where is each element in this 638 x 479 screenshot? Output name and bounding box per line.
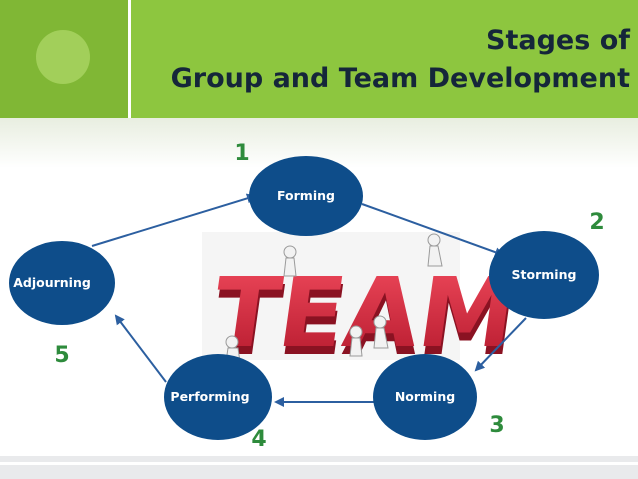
figure-people: [225, 233, 443, 363]
figure-head: [373, 315, 387, 329]
figure-body: [427, 245, 443, 267]
figure-body: [349, 337, 363, 357]
cycle-arrows: [91, 193, 527, 407]
arrow-forming-to-storming: [361, 203, 505, 257]
stage-node-norming: Norming: [373, 354, 477, 440]
figure-body: [283, 257, 297, 277]
illustration-shadow: [202, 232, 460, 360]
stage-label-performing: Performing: [170, 389, 249, 404]
title-line-1: Stages of: [486, 25, 630, 56]
team-3d-illustration: TEAM TEAM: [202, 232, 524, 377]
arrow-adjourning-to-forming: [91, 193, 257, 247]
arrow-performing-to-adjourning: [114, 314, 167, 383]
team-letters: TEAM: [206, 256, 523, 368]
stage-label-norming: Norming: [395, 389, 455, 404]
stage-number-5: 5: [54, 343, 69, 368]
header-accent-panel: [0, 0, 131, 118]
stage-node-adjourning: Adjourning: [9, 241, 115, 325]
slide-title: Stages of Group and Team Development: [130, 22, 630, 98]
figure-head: [225, 335, 239, 349]
stage-number-2: 2: [589, 210, 604, 235]
figure-head: [349, 325, 363, 339]
footer-band: [0, 456, 638, 479]
footer-line: [0, 462, 638, 465]
stage-label-forming: Forming: [277, 188, 335, 203]
team-letters-shadow: TEAM: [207, 264, 524, 376]
stage-node-performing: Performing: [164, 354, 272, 440]
stage-label-storming: Storming: [512, 267, 577, 282]
stage-number-3: 3: [489, 413, 504, 438]
stage-number-1: 1: [234, 141, 249, 166]
arrow-storming-to-norming: [474, 317, 527, 372]
decorative-circle: [36, 30, 90, 84]
figure-body: [373, 327, 389, 349]
stage-number-4: 4: [251, 427, 266, 452]
title-line-2: Group and Team Development: [170, 63, 630, 94]
figure-head: [283, 245, 297, 259]
stage-node-forming: Forming: [249, 156, 363, 236]
stage-label-adjourning: Adjourning: [13, 275, 91, 290]
figure-head: [427, 233, 441, 247]
stage-node-storming: Storming: [489, 231, 599, 319]
